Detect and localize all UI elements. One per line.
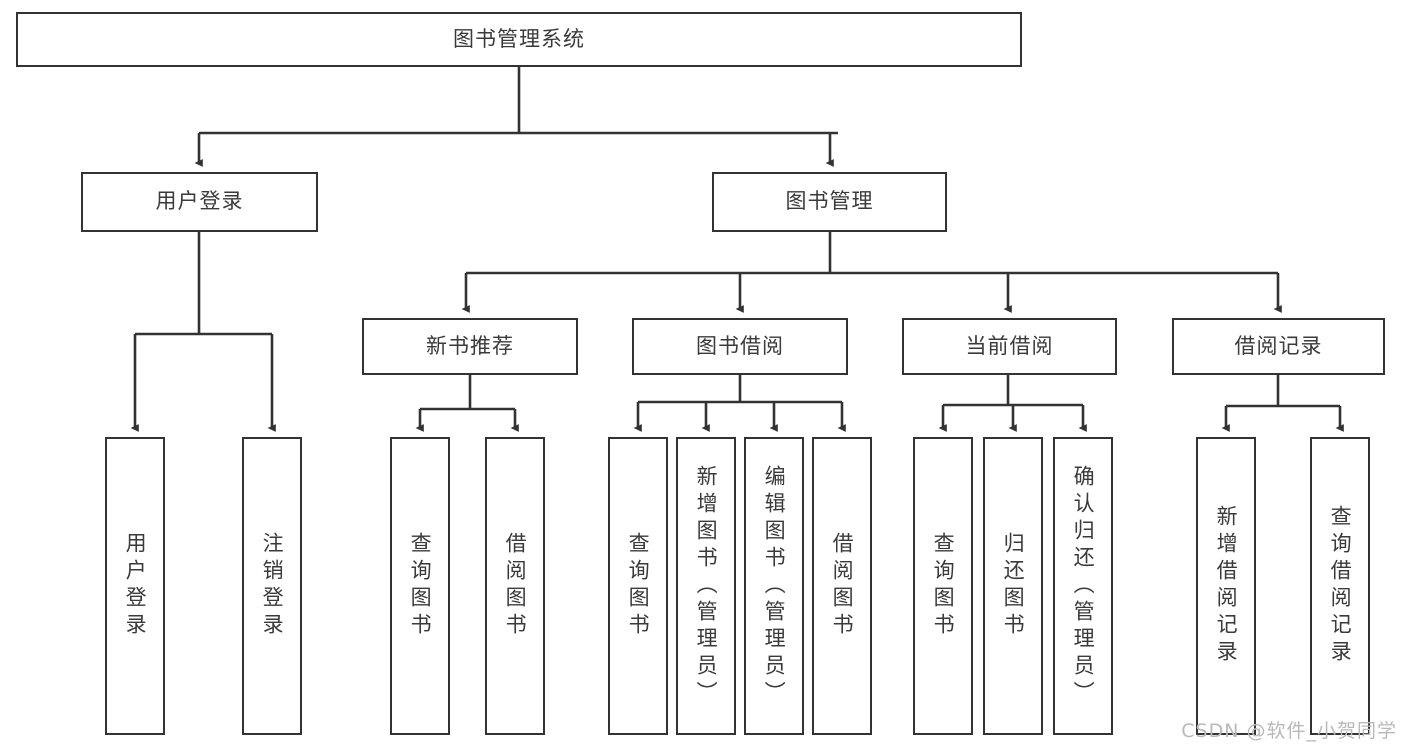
- watermark-text: CSDN @软件_小贺同学: [1181, 720, 1397, 742]
- node-leaf-11[interactable]: 新增借阅记录: [1196, 437, 1256, 735]
- node-label: 用户登录: [155, 189, 244, 214]
- node-leaf-4[interactable]: 查询图书: [608, 437, 668, 735]
- node-leaf-12[interactable]: 查询借阅记录: [1310, 437, 1370, 735]
- node-level2-3[interactable]: 借阅记录: [1172, 318, 1385, 375]
- node-label: 查询借阅记录: [1328, 505, 1353, 667]
- node-label: 借阅图书: [830, 532, 855, 640]
- node-label: 新增借阅记录: [1214, 505, 1239, 667]
- node-level1-0[interactable]: 用户登录: [81, 172, 318, 232]
- node-level2-2[interactable]: 当前借阅: [902, 318, 1117, 375]
- node-label: 借阅记录: [1234, 333, 1323, 358]
- node-level2-0[interactable]: 新书推荐: [362, 318, 578, 375]
- node-label: 当前借阅: [965, 333, 1054, 358]
- node-label: 查询图书: [408, 532, 433, 640]
- node-label: 新书推荐: [426, 333, 514, 358]
- node-leaf-10[interactable]: 确认归还（管理员）: [1053, 437, 1113, 735]
- node-leaf-7[interactable]: 借阅图书: [812, 437, 872, 735]
- node-leaf-6[interactable]: 编辑图书（管理员）: [744, 437, 804, 735]
- node-label: 查询图书: [931, 532, 956, 640]
- node-label: 图书管理系统: [453, 26, 585, 51]
- node-leaf-9[interactable]: 归还图书: [983, 437, 1043, 735]
- node-label: 注销登录: [260, 532, 285, 640]
- node-leaf-1[interactable]: 注销登录: [242, 437, 302, 735]
- node-label: 用户登录: [123, 532, 148, 640]
- node-leaf-0[interactable]: 用户登录: [105, 437, 165, 735]
- node-leaf-8[interactable]: 查询图书: [913, 437, 973, 735]
- node-leaf-3[interactable]: 借阅图书: [485, 437, 545, 735]
- node-label: 归还图书: [1001, 532, 1026, 640]
- node-label: 新增图书（管理员）: [694, 464, 719, 708]
- node-level1-1[interactable]: 图书管理: [712, 172, 947, 232]
- node-label: 借阅图书: [503, 532, 528, 640]
- node-label: 图书管理: [785, 189, 874, 214]
- node-label: 图书借阅: [696, 333, 784, 358]
- node-label: 编辑图书（管理员）: [762, 464, 787, 708]
- node-leaf-5[interactable]: 新增图书（管理员）: [676, 437, 736, 735]
- node-root[interactable]: 图书管理系统: [16, 12, 1022, 67]
- node-level2-1[interactable]: 图书借阅: [632, 318, 848, 375]
- node-label: 查询图书: [626, 532, 651, 640]
- node-leaf-2[interactable]: 查询图书: [390, 437, 450, 735]
- node-label: 确认归还（管理员）: [1071, 464, 1096, 708]
